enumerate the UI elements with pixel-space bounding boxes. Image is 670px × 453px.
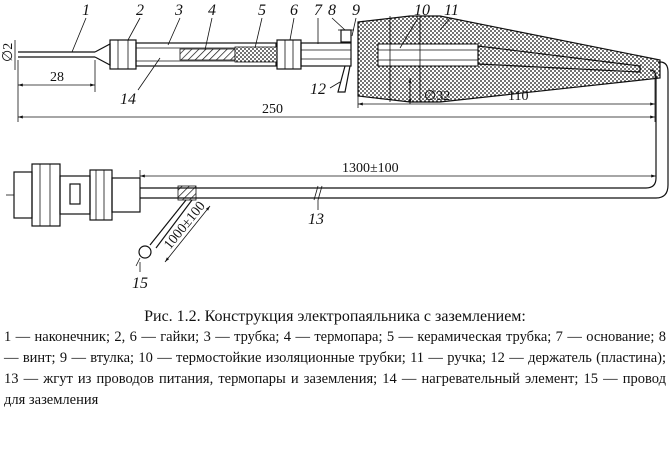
callout-numbers: 1 2 3 4 5 6 7 8 9 10 11 12 13 14 15	[82, 2, 459, 292]
callout-4: 4	[208, 2, 216, 19]
callout-1: 1	[82, 2, 90, 19]
iron-body	[18, 15, 661, 103]
caption-title: Рис. 1.2. Конструкция электропаяльника с…	[144, 308, 526, 325]
dimension-lines	[14, 40, 656, 263]
cable-bundle	[140, 61, 669, 201]
callout-2: 2	[136, 2, 144, 19]
dim-ground-wire-length: 1000±100	[161, 199, 208, 252]
callout-13: 13	[308, 211, 324, 228]
callout-15: 15	[132, 275, 148, 292]
dim-total-length: 250	[262, 102, 283, 117]
callout-5: 5	[258, 2, 266, 19]
dim-handle-diameter: ∅32	[424, 89, 450, 104]
dim-tip-diameter: ∅2	[1, 43, 16, 62]
callout-3: 3	[174, 2, 183, 19]
dim-handle-length: 110	[508, 89, 528, 104]
callout-8: 8	[328, 2, 336, 19]
leader-lines	[71, 17, 451, 272]
figure-caption: Рис. 1.2. Конструкция электропаяльника с…	[0, 306, 670, 411]
callout-14: 14	[120, 91, 136, 108]
connector-plug	[6, 163, 141, 227]
callout-12: 12	[310, 81, 326, 98]
callout-7: 7	[314, 2, 323, 19]
caption-body: 1 — наконечник; 2, 6 — гайки; 3 — трубка…	[4, 329, 666, 408]
dim-cable-length: 1300±100	[342, 161, 399, 176]
soldering-iron-drawing: 1 2 3 4 5 6 7 8 9 10 11 12 13 14 15 ∅2 2…	[1, 2, 669, 292]
callout-11: 11	[444, 2, 459, 19]
callout-9: 9	[352, 2, 360, 19]
callout-6: 6	[290, 2, 298, 19]
dim-tip-length: 28	[50, 70, 64, 85]
callout-10: 10	[414, 2, 430, 19]
